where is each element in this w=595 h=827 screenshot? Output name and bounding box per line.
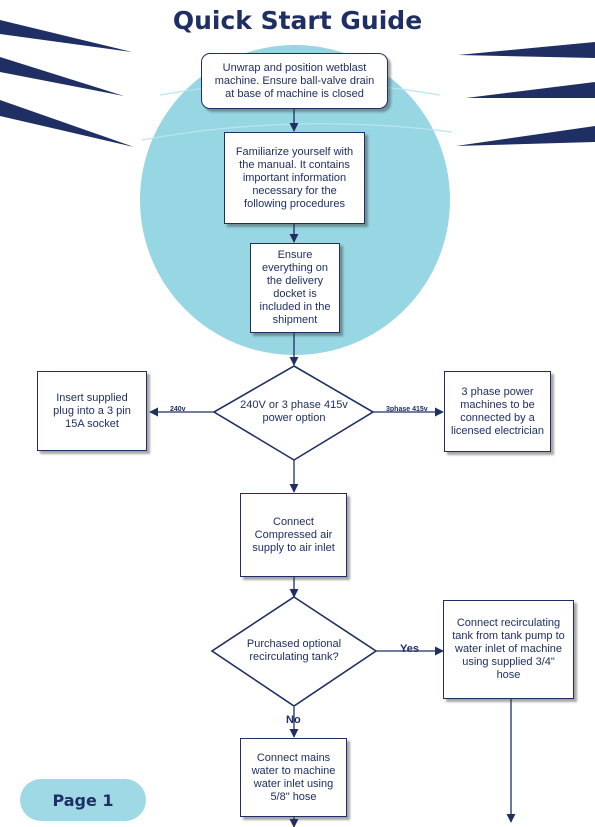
power-decision-text: 240V or 3 phase 415v power option <box>240 399 348 424</box>
decor-ray-right <box>466 82 595 98</box>
decor-ray-right <box>458 42 595 58</box>
step-air-box: Connect Compressed air supply to air inl… <box>240 493 347 577</box>
decor-ray-left <box>0 20 132 52</box>
tank-decision-text: Purchased optional recirculating tank? <box>246 638 342 663</box>
step-ensure-box: Ensure everything on the delivery docket… <box>250 243 340 333</box>
page-badge: Page 1 <box>20 779 146 821</box>
edge-label-no: No <box>286 714 301 726</box>
page-title: Quick Start Guide <box>172 6 423 35</box>
step-mains-box: Connect mains water to machine water inl… <box>240 738 347 817</box>
step-unwrap-box: Unwrap and position wetblast machine. En… <box>201 53 388 109</box>
step-familiarize-box: Familiarize yourself with the manual. It… <box>224 132 365 224</box>
edge-label-3phase-415v: 3phase 415v <box>386 406 428 413</box>
decor-ray-right <box>456 126 595 146</box>
decor-ray-left <box>0 100 134 147</box>
step-three-phase-box: 3 phase power machines to be connected b… <box>444 371 551 452</box>
power-decision-diamond <box>212 365 375 461</box>
step-tank-connect-box: Connect recirculating tank from tank pum… <box>443 600 574 699</box>
edge-label-yes: Yes <box>400 643 419 655</box>
tank-decision-diamond <box>210 596 378 707</box>
edge-label-240v: 240v <box>170 406 186 413</box>
step-plug-box: Insert supplied plug into a 3 pin 15A so… <box>37 371 147 451</box>
decor-ray-left <box>0 57 124 96</box>
